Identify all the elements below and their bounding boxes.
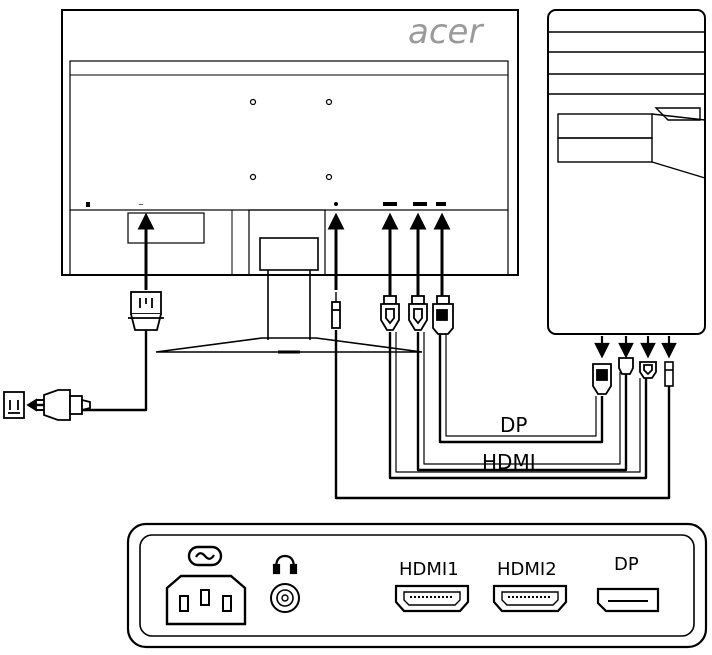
power-inlet-port — [165, 574, 247, 626]
monitor-side-connectors — [128, 291, 454, 335]
hdmi-cable-1 — [388, 332, 648, 480]
arrow-down-icon — [594, 342, 610, 359]
brand-logo: acer — [408, 12, 484, 52]
pc-case — [547, 9, 706, 335]
pc-tower — [547, 9, 706, 335]
dp-port — [596, 587, 660, 613]
arrow-up-icon — [327, 212, 345, 230]
arrows-to-monitor — [137, 212, 451, 296]
pc-audio-plug — [664, 361, 674, 387]
displayport-icon — [436, 309, 448, 321]
dp-cable-label: DP — [500, 413, 527, 437]
hdmi-plug-connector-2 — [408, 295, 428, 331]
hdmi-cable-2 — [416, 332, 628, 472]
arrow-up-icon — [381, 212, 399, 230]
power-inlet-recess — [127, 212, 205, 244]
power-marker-icon: ~ — [138, 201, 144, 209]
drive-bay-2 — [557, 137, 653, 163]
drive-bay-1 — [557, 113, 653, 139]
dp-cable — [438, 334, 604, 444]
monitor-port-markers: ~ — [86, 201, 446, 209]
monitor-rear — [61, 9, 519, 354]
power-cable — [82, 330, 148, 412]
power-plug-connector — [128, 291, 164, 331]
port-panel-outer — [126, 522, 708, 649]
pc-side-connectors — [592, 336, 677, 395]
wall-outlet-group — [3, 389, 91, 421]
arrow-up-icon — [137, 212, 155, 230]
arrow-down-icon — [640, 342, 656, 359]
arrow-up-icon — [409, 212, 427, 230]
pc-dp-plug — [592, 363, 612, 395]
wall-outlet-icon — [3, 391, 25, 419]
arrow-down-icon — [618, 342, 634, 359]
dp-port-label: DP — [614, 554, 639, 575]
audio-jack-port — [270, 583, 300, 613]
hdmi2-port — [492, 584, 568, 613]
monitor-back-panel — [69, 60, 509, 211]
dp-plug-connector — [432, 295, 454, 335]
stand-neck-top — [259, 237, 319, 271]
pc-hdmi-plug-2 — [639, 361, 657, 379]
audio-cable — [334, 330, 671, 500]
audio-marker-icon — [334, 202, 338, 206]
audio-plug-connector — [331, 292, 341, 329]
arrow-up-icon — [433, 212, 451, 230]
arrow-down-icon — [661, 342, 677, 359]
pc-hdmi-plug-1 — [618, 357, 634, 375]
hdmi-cable-label: HDMI — [482, 450, 536, 474]
port-panel — [126, 522, 708, 649]
port-panel-inner — [139, 534, 695, 637]
hdmi-plug-connector-1 — [380, 295, 400, 331]
hdmi2-port-label: HDMI2 — [497, 559, 557, 580]
headphone-icon — [272, 554, 298, 575]
stand-base — [155, 337, 423, 353]
hdmi1-port-label: HDMI1 — [399, 559, 459, 580]
stand-mount-area — [248, 209, 326, 276]
arrow-left-icon — [26, 398, 37, 412]
vesa-mount-holes — [249, 98, 333, 181]
hdmi1-port — [394, 584, 470, 613]
displayport-icon — [596, 369, 608, 381]
ac-power-icon — [187, 545, 223, 567]
cables — [82, 330, 671, 500]
mains-plug-icon — [36, 389, 91, 421]
